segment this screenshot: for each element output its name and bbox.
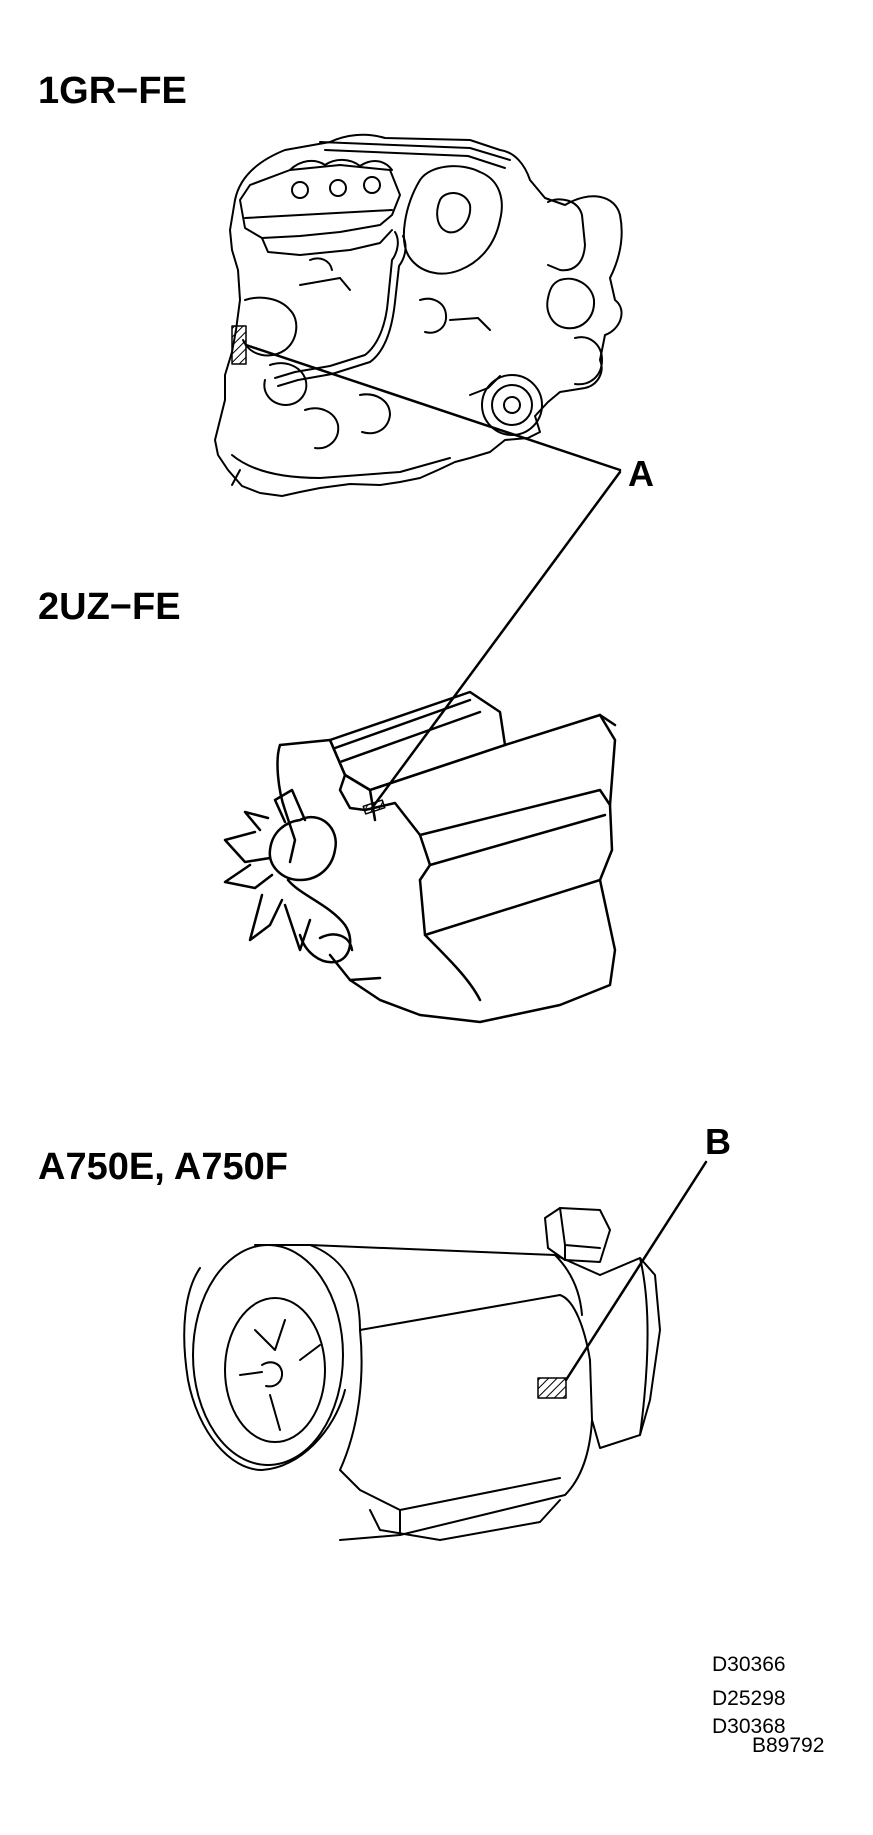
figure-code-1: D30366 bbox=[712, 1653, 786, 1676]
callout-label-b: B bbox=[705, 1121, 731, 1162]
id-plate-marker-b bbox=[537, 1377, 567, 1399]
leader-line-b bbox=[564, 1160, 708, 1382]
callout-a-leaders bbox=[244, 343, 622, 810]
figure-code-3: D30368 bbox=[712, 1715, 786, 1738]
transmission-a750-title: A750E, A750F bbox=[38, 1146, 288, 1188]
figure-code-2: D25298 bbox=[712, 1687, 786, 1710]
engine-2uz-fe-title: 2UZ−FE bbox=[38, 586, 181, 628]
engine-2uz-fe-drawing bbox=[223, 690, 617, 1024]
leader-line-a-1gr bbox=[244, 343, 622, 472]
transmission-a750-drawing bbox=[183, 1207, 661, 1541]
leader-line-a-2uz bbox=[370, 470, 622, 810]
callout-label-a: A bbox=[628, 453, 654, 494]
engine-1gr-fe-drawing bbox=[214, 133, 623, 497]
engine-1gr-fe-title: 1GR−FE bbox=[38, 70, 187, 112]
figure-code-4: B89792 bbox=[752, 1734, 825, 1757]
id-plate-marker-a-1gr bbox=[231, 325, 247, 365]
